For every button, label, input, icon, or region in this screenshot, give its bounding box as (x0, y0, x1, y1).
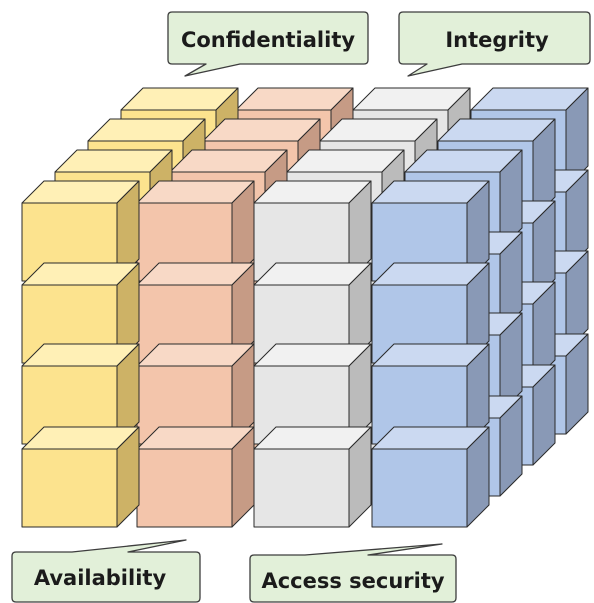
cube-grid (21, 87, 589, 528)
availability-callout-shape (11, 539, 201, 603)
cube-gray (253, 180, 372, 282)
cube-front-face (136, 448, 233, 528)
access-security-callout: Access security (249, 543, 457, 603)
cube-yellow (21, 180, 140, 282)
cube-orange (136, 343, 255, 445)
availability-label: Availability (34, 566, 167, 590)
confidentiality-label: Confidentiality (181, 28, 355, 52)
confidentiality-callout-shape (167, 11, 369, 77)
cube-front-face (253, 448, 350, 528)
cube-front-face (21, 448, 118, 528)
cube-front-face (371, 448, 468, 528)
access-security-callout-shape (249, 543, 457, 603)
cube-yellow (21, 343, 140, 445)
cube-yellow (21, 426, 140, 528)
cube-blue (371, 343, 490, 445)
access-security-label: Access security (261, 569, 444, 593)
cube-blue (371, 180, 490, 282)
cube-blue (371, 426, 490, 528)
confidentiality-callout: Confidentiality (167, 11, 369, 77)
integrity-label: Integrity (445, 28, 549, 52)
cube-gray (253, 426, 372, 528)
integrity-callout: Integrity (398, 11, 591, 77)
cube-orange (136, 180, 255, 282)
cube-orange (136, 426, 255, 528)
availability-callout: Availability (11, 539, 201, 603)
integrity-callout-shape (398, 11, 591, 77)
